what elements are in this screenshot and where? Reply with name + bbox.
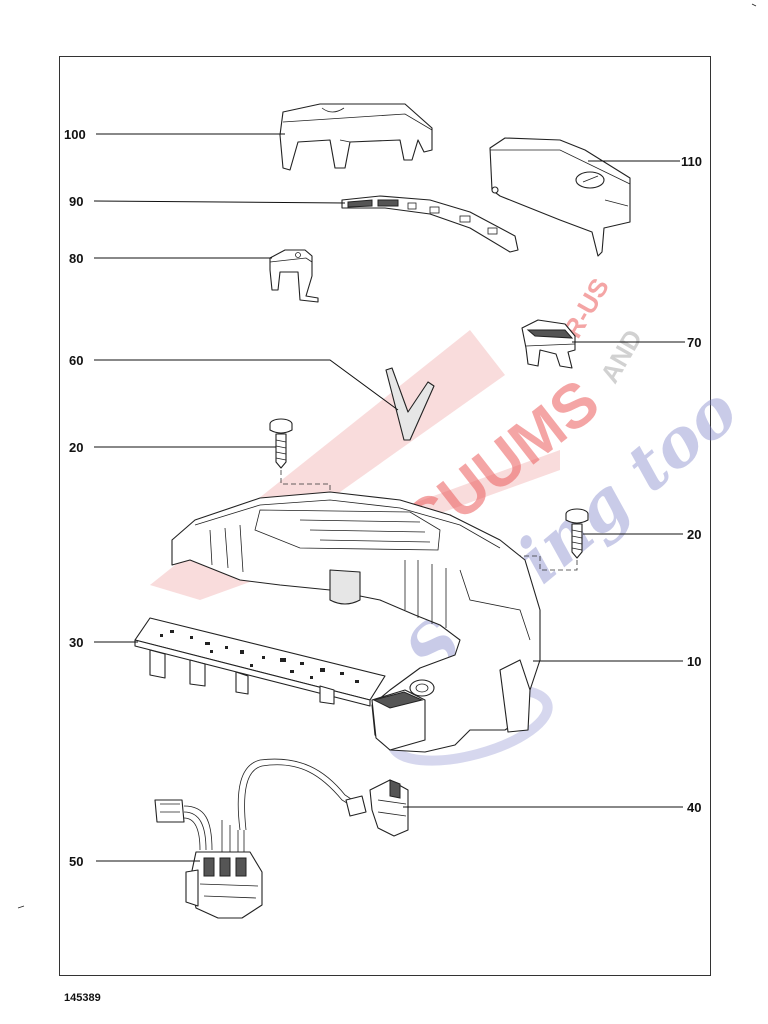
part-110-side-cover: [489, 137, 631, 257]
part-40-switch-wiring: [237, 758, 409, 837]
part-50-connector-harness: [154, 799, 263, 919]
part-90-membrane-strip: [341, 195, 519, 253]
callout-70: 70: [687, 335, 701, 350]
leader-90: [93, 200, 346, 204]
leader-lines: [93, 133, 685, 862]
stray-mark-left: [17, 905, 25, 909]
part-30-pcb: [134, 617, 386, 707]
part-10-main-housing: [171, 491, 541, 753]
part-70-slider-button: [521, 319, 576, 369]
callout-40: 40: [687, 800, 701, 815]
callout-60: 60: [69, 353, 83, 368]
stray-mark-top: [751, 3, 757, 7]
callout-90: 90: [69, 194, 83, 209]
document-number: 145389: [64, 992, 101, 1004]
part-60-v-spring: [385, 367, 435, 441]
callout-80: 80: [69, 251, 83, 266]
callout-100: 100: [64, 127, 86, 142]
callout-110: 110: [681, 154, 702, 169]
callout-20-left: 20: [69, 440, 83, 455]
part-80-button: [269, 249, 319, 303]
part-20-screw-left: [269, 418, 331, 492]
callout-labels: 100 110 90 80 70 60 20 20 30 10 40 50: [64, 127, 702, 869]
callout-20-right: 20: [687, 527, 701, 542]
callout-30: 30: [69, 635, 83, 650]
leader-60: [94, 359, 399, 411]
part-100-top-cover: [279, 103, 433, 171]
pcb-components: [160, 630, 359, 683]
drawing-frame: [59, 56, 711, 976]
part-20-screw-right: [520, 508, 589, 571]
watermark-and: AND: [594, 324, 648, 388]
callout-50: 50: [69, 854, 83, 869]
callout-10: 10: [687, 654, 701, 669]
